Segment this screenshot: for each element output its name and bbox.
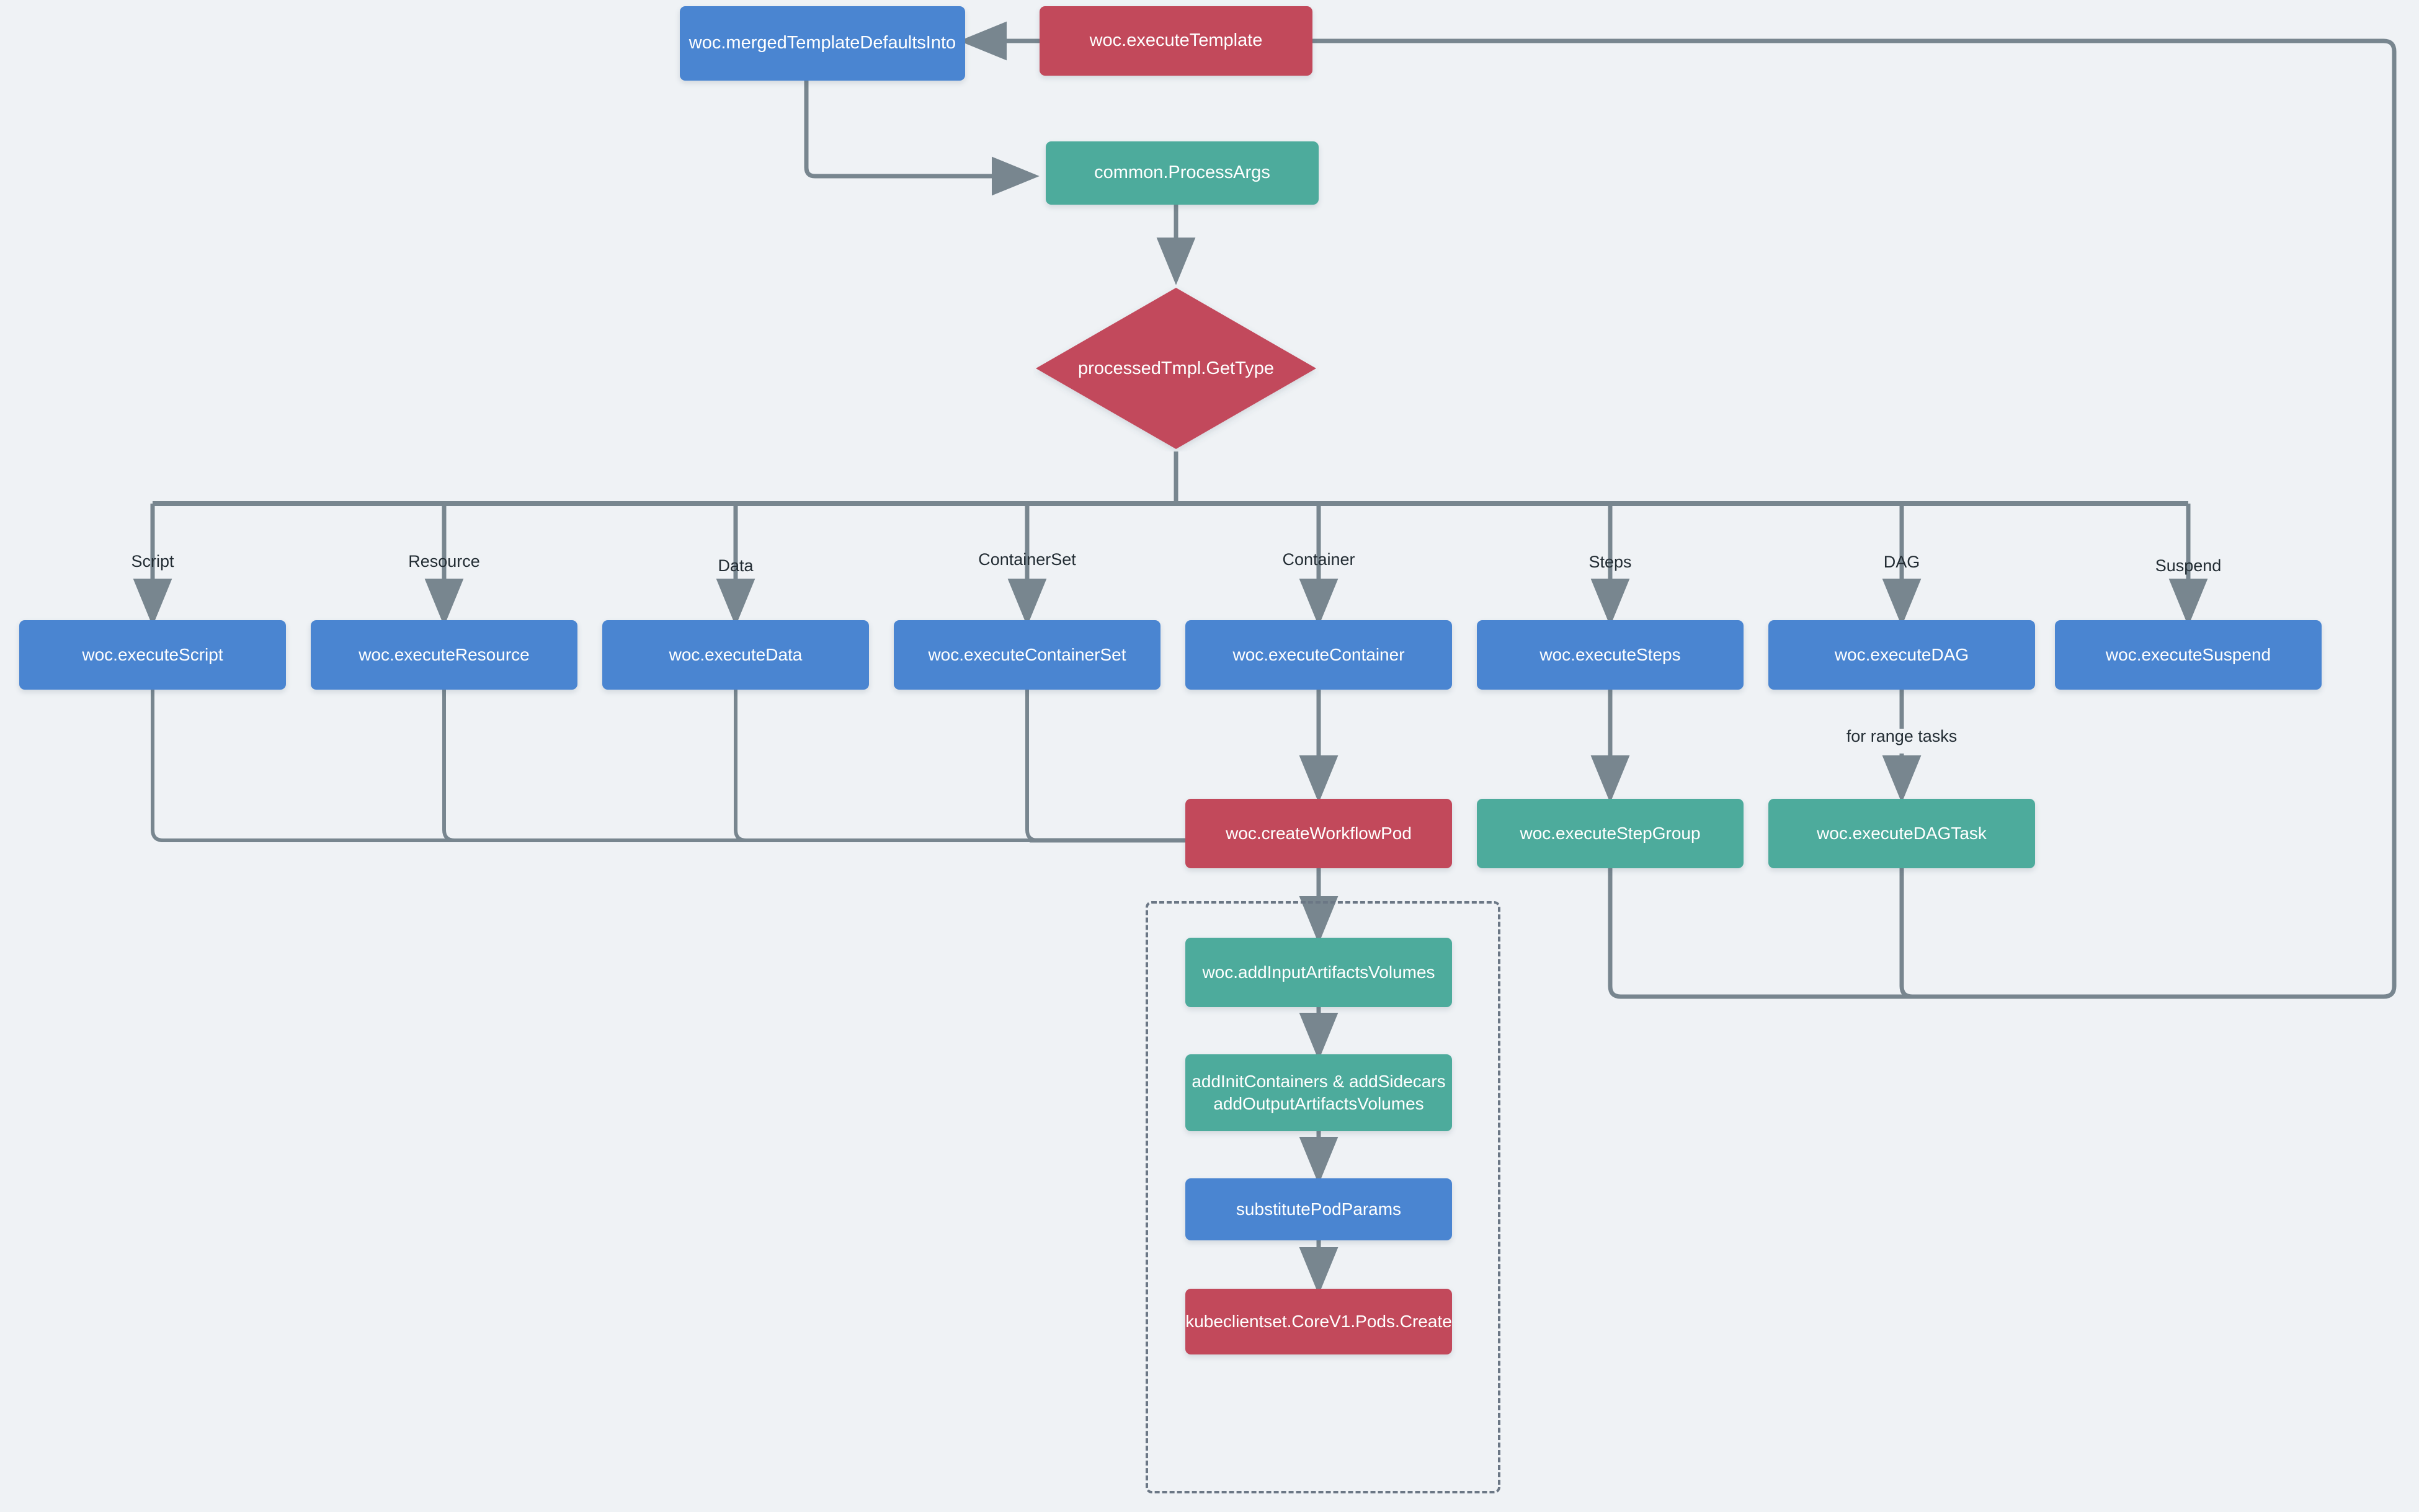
edge-label-container-set: ContainerSet [978,550,1076,569]
node-processed-tmpl-get-type[interactable]: processedTmpl.GetType [1033,285,1319,451]
node-label: addInitContainers & addSidecars addOutpu… [1192,1072,1446,1113]
edge-label-script: Script [131,552,174,571]
node-execute-dag-task[interactable]: woc.executeDAGTask [1768,799,2035,868]
node-label: woc.executeDAGTask [1817,824,1987,843]
node-label: woc.executeStepGroup [1520,824,1701,843]
node-label: woc.createWorkflowPod [1226,824,1412,843]
node-label: woc.executeData [669,645,803,665]
node-label: woc.executeContainer [1232,645,1405,665]
node-label: processedTmpl.GetType [1078,358,1274,378]
edge-label-suspend: Suspend [2155,556,2222,575]
node-add-init-containers-sidecars[interactable]: addInitContainers & addSidecars addOutpu… [1185,1054,1452,1131]
node-label: woc.executeResource [359,645,530,665]
node-label: woc.executeScript [82,645,223,665]
node-label: woc.executeTemplate [1089,30,1263,51]
node-execute-steps[interactable]: woc.executeSteps [1477,620,1744,690]
edge-label-dag: DAG [1883,553,1920,571]
node-execute-dag[interactable]: woc.executeDAG [1768,620,2035,690]
node-merged-template-defaults-into[interactable]: woc.mergedTemplateDefaultsInto [680,6,965,81]
edge-label-container: Container [1282,550,1355,569]
node-label: woc.executeContainerSet [928,645,1126,665]
node-execute-suspend[interactable]: woc.executeSuspend [2055,620,2322,690]
node-label: substitutePodParams [1236,1199,1402,1219]
node-label: common.ProcessArgs [1094,162,1270,183]
node-execute-data[interactable]: woc.executeData [602,620,869,690]
node-execute-container[interactable]: woc.executeContainer [1185,620,1452,690]
node-execute-script[interactable]: woc.executeScript [19,620,286,690]
node-label: woc.mergedTemplateDefaultsInto [688,33,956,53]
edge-label-data: Data [718,556,754,575]
node-execute-resource[interactable]: woc.executeResource [311,620,577,690]
node-pods-create[interactable]: kubeclientset.CoreV1.Pods.Create [1185,1289,1452,1354]
diamond-shape [1036,288,1316,449]
node-execute-template[interactable]: woc.executeTemplate [1040,6,1312,76]
node-execute-container-set[interactable]: woc.executeContainerSet [894,620,1160,690]
node-label: woc.executeDAG [1834,645,1969,665]
node-add-input-artifacts-volumes[interactable]: woc.addInputArtifactsVolumes [1185,938,1452,1007]
edge-label-resource: Resource [408,552,480,571]
node-substitute-pod-params[interactable]: substitutePodParams [1185,1178,1452,1240]
node-execute-step-group[interactable]: woc.executeStepGroup [1477,799,1744,868]
node-process-args[interactable]: common.ProcessArgs [1046,141,1319,205]
node-create-workflow-pod[interactable]: woc.createWorkflowPod [1185,799,1452,868]
node-label: woc.executeSteps [1539,645,1681,665]
node-label: kubeclientset.CoreV1.Pods.Create [1185,1312,1452,1332]
edge-label-for-range-tasks: for range tasks [1846,727,1958,745]
node-label: woc.executeSuspend [2105,645,2271,665]
edge-label-steps: Steps [1588,553,1632,571]
node-label: woc.addInputArtifactsVolumes [1202,963,1435,982]
